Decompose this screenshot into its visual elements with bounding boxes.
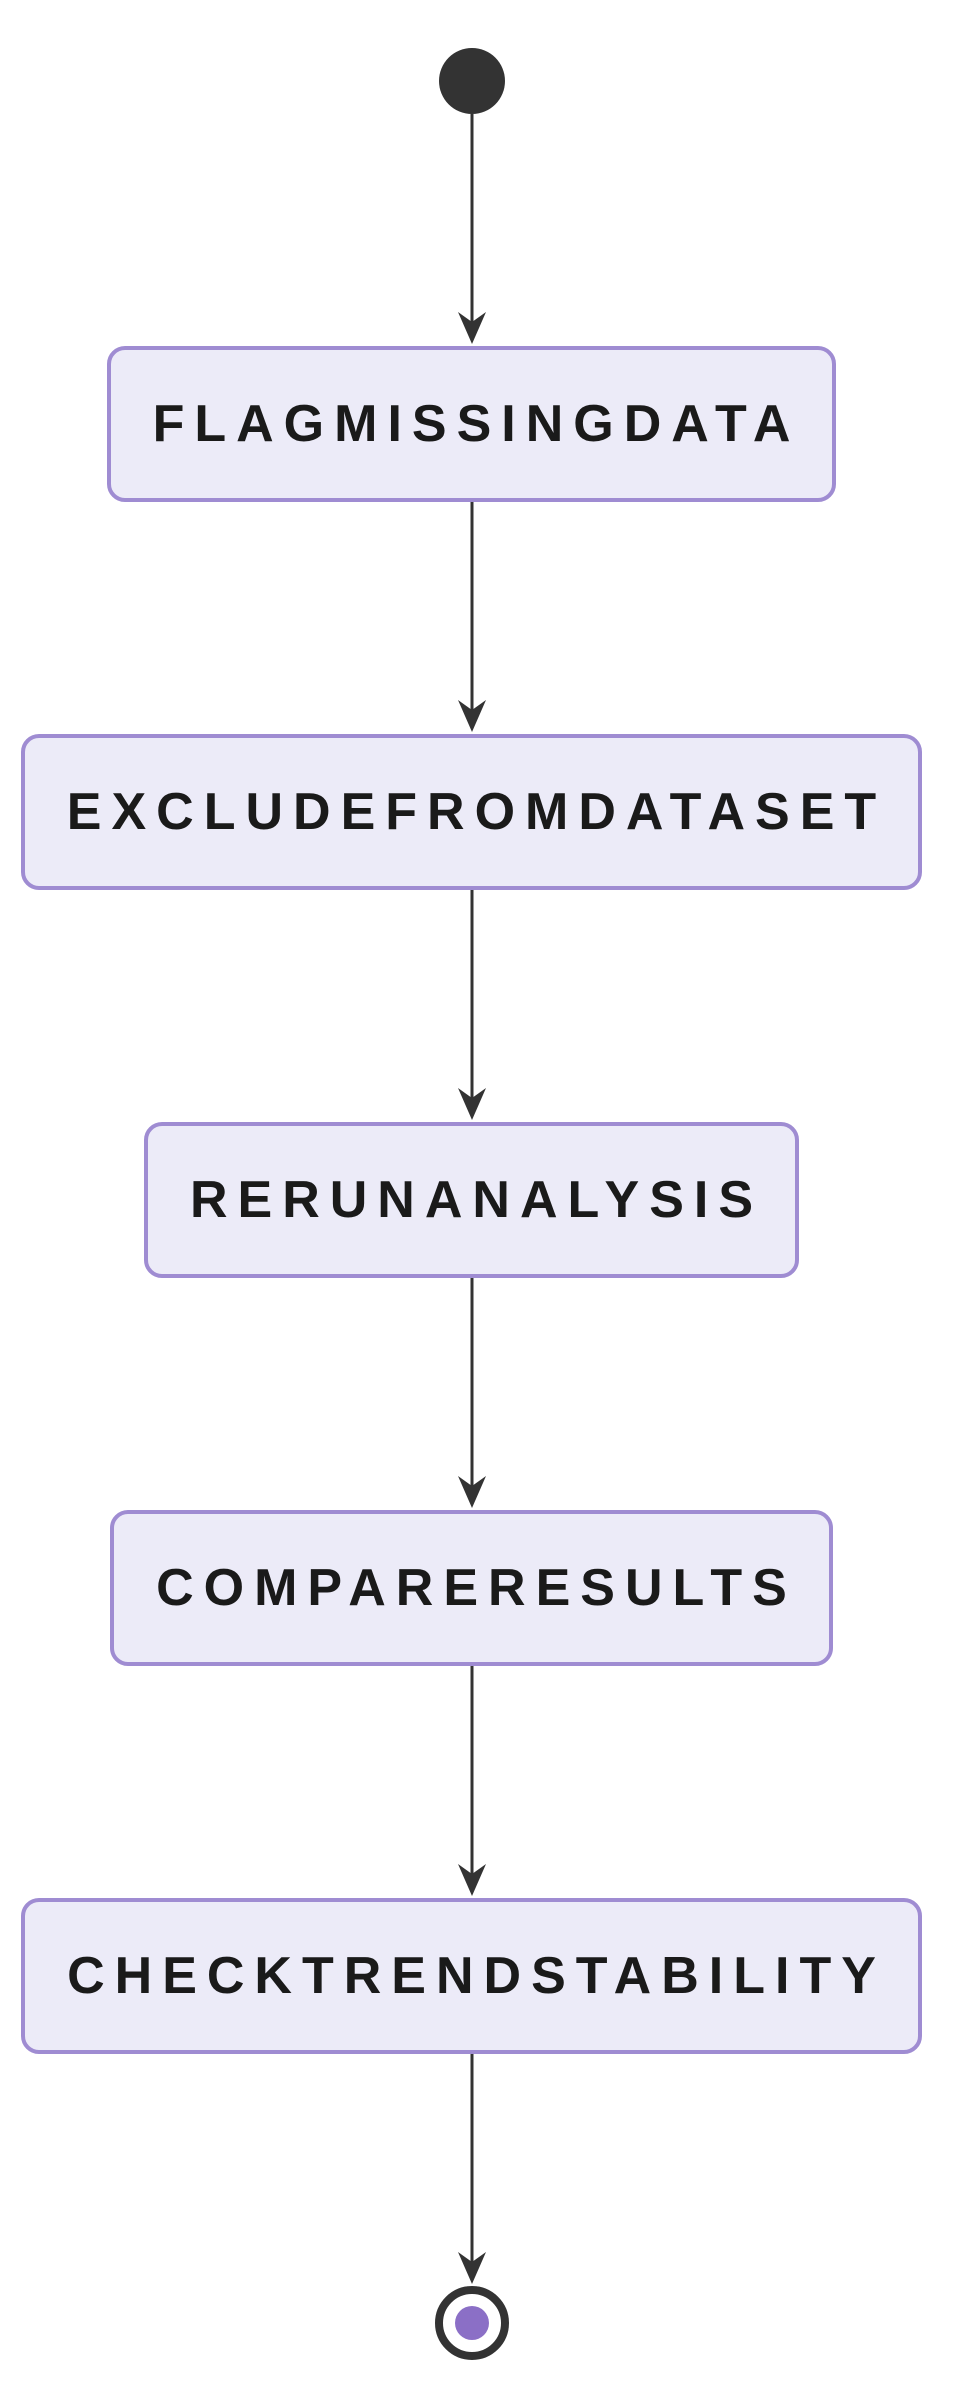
- edge-rerunanalysis-to-compareresults: [457, 1278, 486, 1508]
- edge-flagmissingdata-to-excludefromdataset: [457, 502, 486, 732]
- start-node-icon: [438, 48, 505, 114]
- edge-checktrendstability-to-end: [457, 2054, 486, 2284]
- end-node-inner-dot: [454, 2306, 489, 2340]
- state-label: EXCLUDEFROMDATASET: [66, 783, 887, 841]
- arrowhead-down-icon: [457, 312, 486, 344]
- state-compareresults: COMPARERESULTS: [110, 1510, 833, 1666]
- state-rerunanalysis: RERUNANALYSIS: [143, 1122, 800, 1278]
- edge-excludefromdataset-to-rerunanalysis: [457, 890, 486, 1120]
- arrowhead-down-icon: [457, 1476, 486, 1508]
- state-label: RERUNANALYSIS: [189, 1171, 764, 1229]
- arrowhead-down-icon: [457, 2252, 486, 2284]
- state-label: COMPARERESULTS: [156, 1559, 797, 1617]
- state-label: CHECKTRENDSTABILITY: [67, 1947, 886, 2005]
- arrowhead-down-icon: [457, 1088, 486, 1120]
- end-node-icon: [434, 2286, 509, 2360]
- state-excludefromdataset: EXCLUDEFROMDATASET: [20, 734, 923, 890]
- state-checktrendstability: CHECKTRENDSTABILITY: [21, 1898, 922, 2054]
- arrowhead-down-icon: [457, 700, 486, 732]
- edge-start-to-flagmissingdata: [457, 114, 486, 344]
- state-label: FLAGMISSINGDATA: [152, 395, 801, 453]
- arrowhead-down-icon: [457, 1864, 486, 1896]
- edge-compareresults-to-checktrendstability: [457, 1666, 486, 1896]
- state-flagmissingdata: FLAGMISSINGDATA: [106, 346, 837, 502]
